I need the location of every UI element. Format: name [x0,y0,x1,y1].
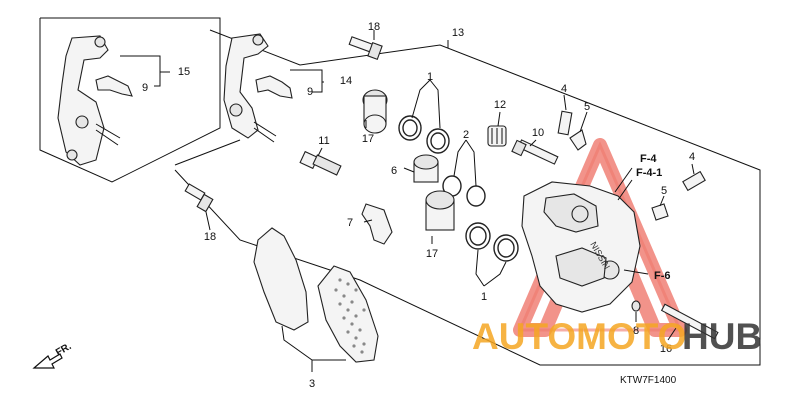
pad-spring-9b [255,75,293,99]
bolt-18b [184,183,214,213]
pad-pin-10 [511,139,559,165]
part-number-9a: 9 [142,82,148,94]
brake-pad-3a [253,227,309,331]
bleeder-cap-5a [569,129,587,151]
part-number-5a: 5 [584,101,590,113]
diagram-code: KTW7F1400 [620,375,677,386]
pad-pin-16 [660,303,719,340]
part-number-14: 14 [340,75,352,87]
front-direction-indicator: FR. [32,341,74,369]
part-number-13: 13 [452,27,464,39]
bolt-18a [348,36,383,60]
part-number-16: 16 [660,343,672,355]
piston-seal-1b [465,222,519,262]
part-number-2: 2 [463,129,469,141]
leader-lines [120,30,695,372]
reference-f4: F-4 [640,153,657,165]
watermark-text-dark: HUB [682,316,762,357]
part-number-12: 12 [494,99,506,111]
part-number-6: 6 [391,165,397,177]
slide-pin-11 [299,150,342,176]
pad-spring-9a [95,75,133,97]
piston-seal-1a [398,115,450,154]
part-number-1b: 1 [481,291,487,303]
part-number-9b: 9 [307,86,313,98]
watermark-text-orange: AUTOMOTO [472,316,686,357]
caliper-body: NISSIN [521,181,641,313]
bleeder-valve-4b [682,170,706,192]
washer-8 [631,300,641,312]
part-number-5b: 5 [661,185,667,197]
reference-f4-1: F-4-1 [636,167,662,179]
reference-f6: F-6 [654,270,671,282]
piston-6 [413,154,439,183]
part-number-7: 7 [347,217,353,229]
part-number-8: 8 [633,325,639,337]
part-number-11: 11 [318,135,329,147]
part-number-15: 15 [178,66,190,78]
part-number-17a: 17 [362,133,374,145]
part-number-10: 10 [532,127,544,139]
pad-retainer-7 [361,203,393,245]
part-number-18a: 18 [368,21,380,33]
part-number-3: 3 [309,378,315,390]
part-number-4b: 4 [689,151,695,163]
piston-17b [425,190,455,231]
piston-17a [362,89,388,134]
bleeder-cap-5b [651,203,669,221]
part-number-labels: 15 9 14 9 18 13 1 12 4 5 17 2 10 11 6 4 … [142,21,695,390]
caliper-bracket-14 [223,33,277,143]
brake-pad-3b [317,265,379,363]
front-direction-label: FR. [54,341,74,359]
caliper-bracket-15 [57,35,121,166]
part-number-4a: 4 [561,83,567,95]
bleeder-valve-4a [557,110,573,136]
part-number-17b: 17 [426,248,438,260]
part-number-1a: 1 [427,71,433,83]
section-references: F-4 F-4-1 F-6 [636,153,671,282]
watermark-text: AUTOMOTO HUB [472,316,762,357]
bleeder-cap-12 [487,125,507,147]
part-number-18b: 18 [204,231,216,243]
